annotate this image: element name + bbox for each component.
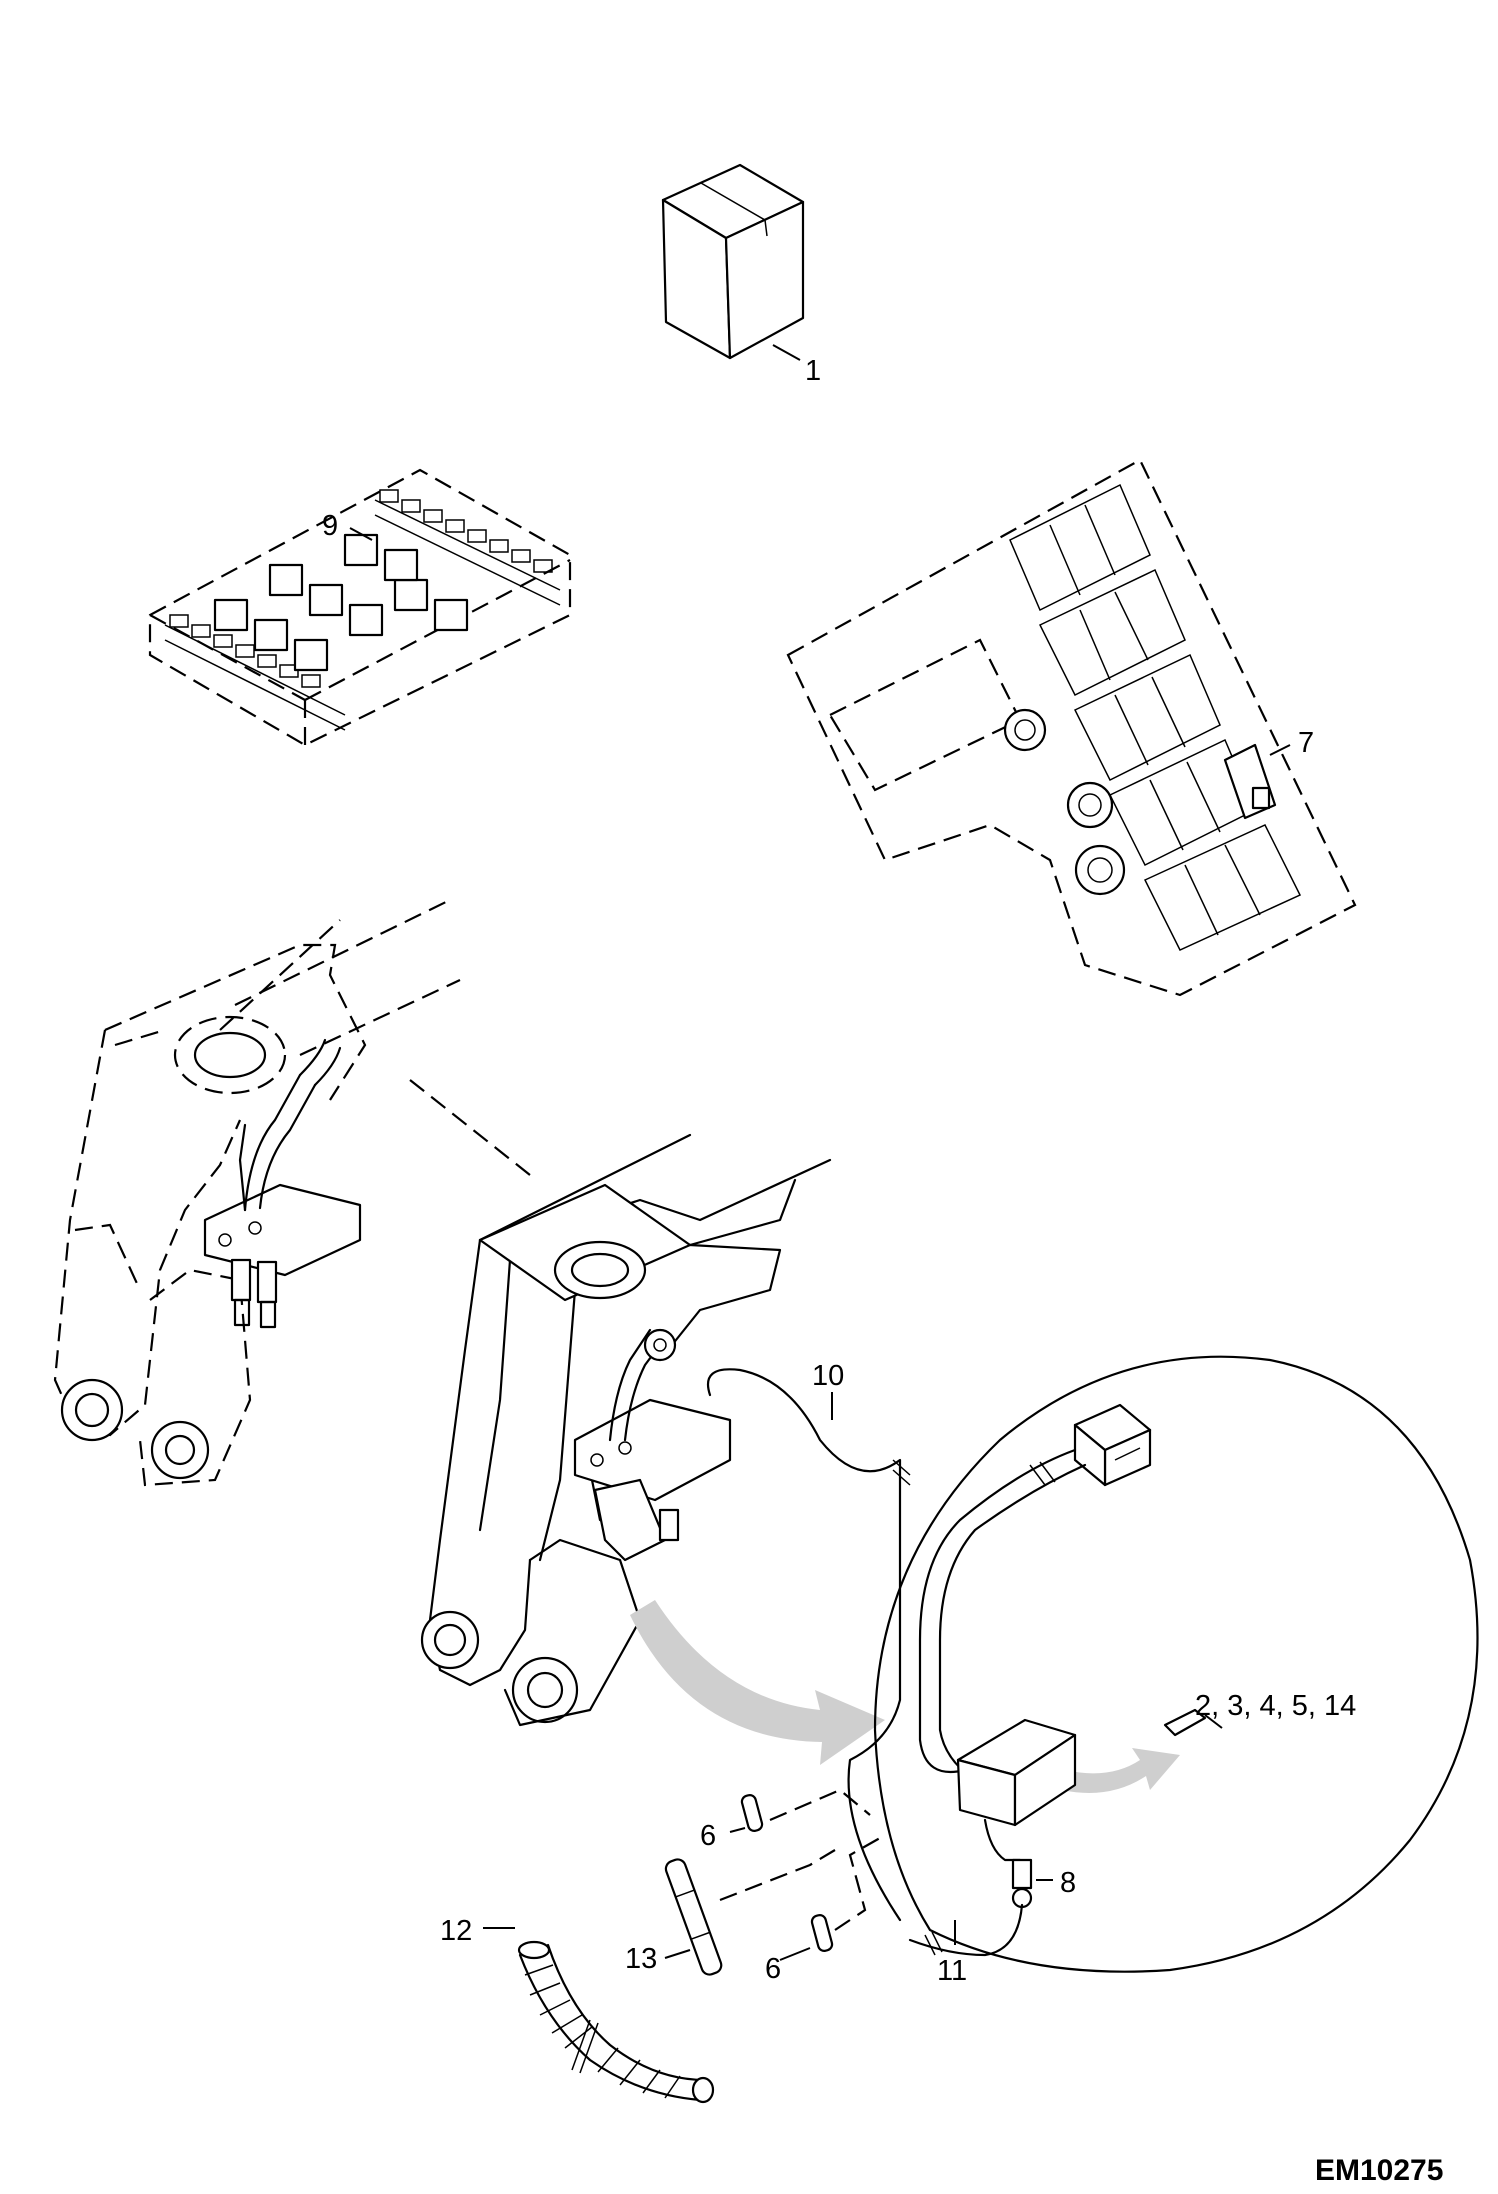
- fuse-row: [169, 489, 553, 688]
- box-part: [661, 163, 805, 361]
- callout-6-lower: 6: [765, 1953, 781, 1985]
- pins-and-connector: [664, 1788, 881, 1976]
- callout-2-3-4-5-14: 2, 3, 4, 5, 14: [1195, 1690, 1356, 1722]
- callout-1: 1: [805, 355, 821, 387]
- switch-panel: [786, 458, 1357, 997]
- figure-reference: EM10275: [1315, 2154, 1443, 2187]
- callout-10: 10: [812, 1360, 844, 1392]
- callout-11: 11: [937, 1955, 967, 1987]
- lift-arm-left: [53, 899, 531, 1487]
- callout-8: 8: [1060, 1867, 1076, 1899]
- arrow-to-detail: [630, 1600, 885, 1765]
- callout-9: 9: [322, 510, 338, 542]
- callout-13: 13: [625, 1943, 657, 1975]
- detail-circle: [873, 1355, 1479, 1973]
- conduit: [483, 1927, 715, 2104]
- fuse-relay-block: [148, 468, 572, 747]
- callout-12: 12: [440, 1915, 472, 1947]
- callout-7: 7: [1298, 727, 1314, 759]
- relay-group: [213, 533, 469, 672]
- arrow-to-bulb: [1062, 1748, 1180, 1793]
- leader-lines: [831, 1392, 1053, 1945]
- callout-6-upper: 6: [700, 1820, 716, 1852]
- lift-arm-right: [420, 1133, 911, 1922]
